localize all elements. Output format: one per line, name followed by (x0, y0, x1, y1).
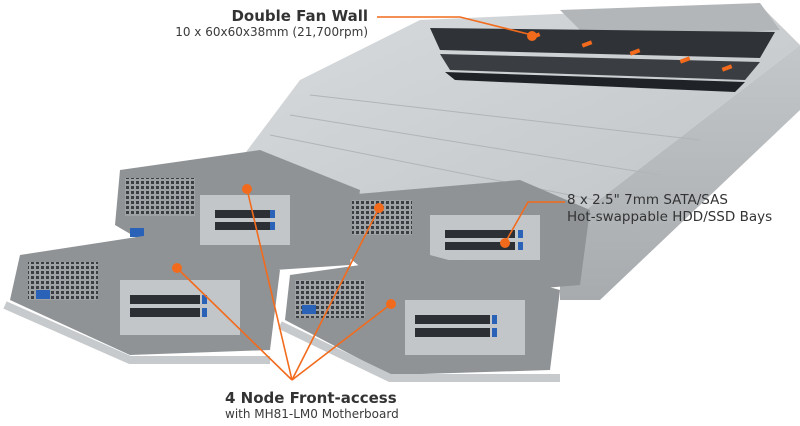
drive-bays-line1: 8 x 2.5" 7mm SATA/SAS (567, 192, 728, 208)
vga-port (130, 228, 144, 237)
fan-wall-subtitle: 10 x 60x60x38mm (21,700rpm) (175, 25, 368, 39)
vga-port (36, 290, 50, 299)
callout-nodes (176, 188, 392, 381)
drive-bay (415, 315, 490, 324)
nodes-subtitle: with MH81-LM0 Motherboard (225, 407, 399, 421)
node-bottom-left (3, 235, 280, 364)
chassis (240, 3, 800, 300)
drive-bay (415, 328, 490, 337)
callout-dot-node-4 (386, 299, 396, 309)
vga-port (302, 305, 316, 314)
callout-dot-drive-bays (500, 238, 510, 248)
node-handle[interactable] (3, 301, 270, 364)
node-bottom-right (278, 255, 560, 382)
drive-bay (130, 295, 200, 304)
callout-dot-node-1 (242, 184, 252, 194)
nodes-callout-text: 4 Node Front-access with MH81-LM0 Mother… (225, 389, 399, 422)
callout-fan-wall (377, 16, 533, 36)
node-io-mesh (125, 178, 195, 216)
drive-bay (445, 230, 515, 238)
drive-bay (215, 210, 270, 218)
fan-wall-callout-text: Double Fan Wall 10 x 60x60x38mm (21,700r… (160, 7, 368, 40)
callout-dot-node-2 (172, 263, 182, 273)
callout-dot-node-3 (374, 203, 384, 213)
drive-bays-callout-text: 8 x 2.5" 7mm SATA/SAS Hot-swappable HDD/… (567, 192, 772, 226)
fan-wall-title: Double Fan Wall (231, 7, 368, 25)
drive-bays-line2: Hot-swappable HDD/SSD Bays (567, 209, 773, 225)
nodes-title: 4 Node Front-access (225, 389, 397, 407)
node-top-left (115, 150, 360, 275)
drive-bay (130, 308, 200, 317)
callout-drive-bays (504, 201, 565, 244)
drive-bay (215, 222, 270, 230)
drive-bay (445, 242, 515, 250)
chassis-side-wall (560, 45, 800, 300)
node-handle[interactable] (278, 321, 560, 382)
fan-wall (430, 28, 775, 92)
callout-dot-fan-wall (527, 31, 537, 41)
